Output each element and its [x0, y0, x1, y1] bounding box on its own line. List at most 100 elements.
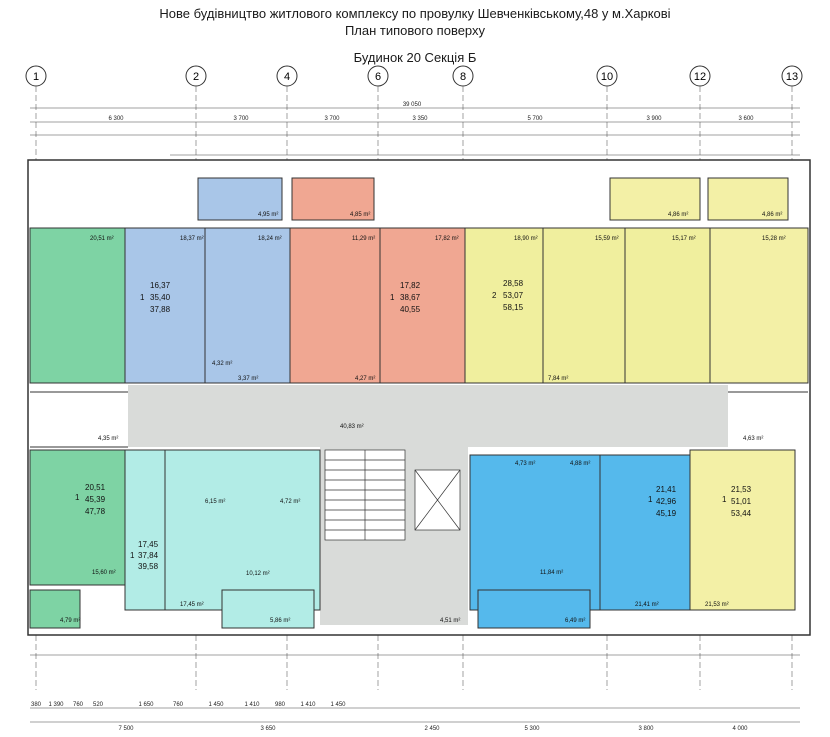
apartment-info-labels: 1 16,37 35,40 37,88 1 17,82 38,67 40,55 … [75, 279, 752, 571]
building-section-label: Будинок 20 Секція Б [353, 50, 477, 65]
room-area: 3,37 m² [238, 376, 258, 382]
axis-marker: 6 [367, 65, 389, 87]
room [709, 227, 809, 384]
apartment-label: 1 17,82 38,67 40,55 [390, 281, 421, 314]
living-area: 20,51 [85, 483, 106, 492]
total-area: 35,40 [150, 293, 171, 302]
dim-value: 3 700 [233, 116, 249, 122]
room-area: 15,60 m² [92, 570, 116, 576]
area-with-balcony: 45,19 [656, 509, 677, 518]
total-area: 37,84 [138, 551, 159, 560]
room-area: 15,59 m² [595, 236, 619, 242]
apartment-block [124, 449, 321, 611]
room-area: 4,32 m² [212, 361, 232, 367]
room-area: 40,83 m² [340, 424, 364, 430]
apartment-block [29, 449, 126, 586]
total-area: 45,39 [85, 495, 106, 504]
living-area: 17,45 [138, 540, 159, 549]
dim-value: 7 500 [118, 726, 134, 732]
apartment-rooms: 1 [140, 293, 145, 302]
living-area: 21,41 [656, 485, 677, 494]
apartment-label: 2 28,58 53,07 58,15 [492, 279, 524, 312]
room-area: 4,86 m² [668, 212, 688, 218]
room-area: 4,86 m² [762, 212, 782, 218]
balcony [707, 177, 789, 221]
room-area: 6,49 m² [565, 618, 585, 624]
room-area: 11,84 m² [540, 570, 563, 576]
living-area: 16,37 [150, 281, 171, 290]
dim-total: 39 050 [403, 102, 422, 108]
dim-value: 760 [73, 702, 84, 708]
dim-value: 1 410 [244, 702, 260, 708]
dim-value: 1 650 [138, 702, 154, 708]
dim-value: 1 450 [330, 702, 346, 708]
total-area: 51,01 [731, 497, 752, 506]
area-with-balcony: 39,58 [138, 562, 159, 571]
dim-row-top: 6 300 3 700 3 700 3 350 5 700 3 900 3 60… [108, 116, 754, 122]
room-area-labels: 20,51 m² 18,37 m² 18,24 m² 11,29 m² 17,8… [60, 212, 786, 624]
room-area: 6,15 m² [205, 499, 225, 505]
dim-value: 760 [173, 702, 184, 708]
dim-value: 3 900 [646, 116, 662, 122]
dim-value: 3 800 [638, 726, 654, 732]
axis-marker: 8 [452, 65, 474, 87]
room-area: 21,53 m² [705, 602, 729, 608]
apartment-rooms: 1 [75, 493, 80, 502]
room-area: 4,73 m² [515, 461, 535, 467]
room-area: 18,24 m² [258, 236, 282, 242]
axis-label: 4 [284, 71, 290, 83]
axis-label: 6 [375, 71, 381, 83]
dim-row-bottom-1: 380 1 390 760 520 1 650 760 1 450 1 410 … [31, 702, 346, 708]
apartment-block [464, 227, 711, 384]
axis-markers: 1 2 4 6 8 10 12 13 [25, 65, 803, 87]
area-with-balcony: 37,88 [150, 305, 171, 314]
living-area: 28,58 [503, 279, 524, 288]
room-area: 17,45 m² [180, 602, 204, 608]
apartment-label: 1 16,37 35,40 37,88 [140, 281, 171, 314]
axis-marker: 4 [276, 65, 298, 87]
room [29, 227, 126, 384]
axis-marker: 13 [781, 65, 803, 87]
axis-label: 1 [33, 71, 39, 83]
bottom-dimensions [30, 654, 800, 723]
plan-subtitle: План типового поверху [344, 23, 486, 38]
axis-label: 13 [786, 71, 798, 83]
dim-value: 5 700 [527, 116, 543, 122]
apartment-block [469, 454, 691, 611]
room-area: 4,85 m² [350, 212, 370, 218]
dim-value: 3 700 [324, 116, 340, 122]
room-area: 5,86 m² [270, 618, 290, 624]
apartment-block [689, 449, 796, 611]
dim-value: 3 650 [260, 726, 276, 732]
apartment-label: 1 17,45 37,84 39,58 [130, 540, 159, 571]
apartment-block [289, 227, 466, 384]
room-area: 18,90 m² [514, 236, 538, 242]
dim-value: 1 410 [300, 702, 316, 708]
room-area: 15,17 m² [672, 236, 696, 242]
dim-value: 1 390 [48, 702, 64, 708]
dim-value: 380 [31, 702, 42, 708]
living-area: 17,82 [400, 281, 421, 290]
balcony [221, 589, 315, 629]
apartment-rooms: 2 [492, 291, 497, 300]
apartment-rooms: 1 [130, 551, 135, 560]
dim-value: 5 300 [524, 726, 540, 732]
room-area: 4,88 m² [570, 461, 590, 467]
axis-label: 8 [460, 71, 466, 83]
partitions [30, 228, 808, 610]
apartment-rooms: 1 [722, 495, 727, 504]
dim-value: 2 450 [424, 726, 440, 732]
room-area: 17,82 m² [435, 236, 459, 242]
axis-marker: 1 [25, 65, 47, 87]
room-area: 4,95 m² [258, 212, 278, 218]
dim-value: 980 [275, 702, 286, 708]
room-area: 4,35 m² [98, 436, 118, 442]
apartment-label: 1 21,41 42,96 45,19 [648, 485, 677, 518]
living-area: 21,53 [731, 485, 752, 494]
room-area: 4,72 m² [280, 499, 300, 505]
room-area: 4,79 m² [60, 618, 80, 624]
balcony [291, 177, 375, 221]
balcony [197, 177, 283, 221]
dim-value: 3 350 [412, 116, 428, 122]
